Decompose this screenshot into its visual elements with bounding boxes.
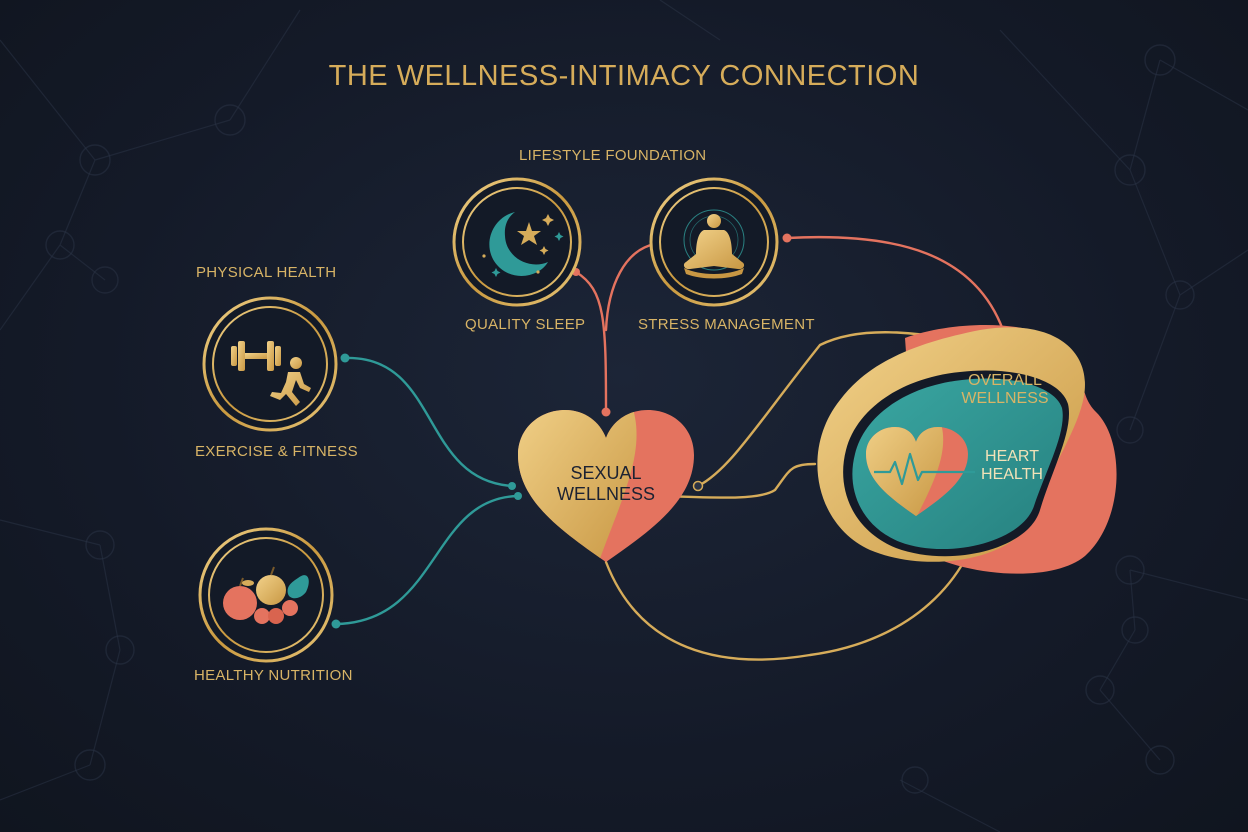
outcome-label-overall-line1: OVERALL	[968, 372, 1042, 389]
page-title: THE WELLNESS-INTIMACY CONNECTION	[328, 60, 920, 92]
connector-dot	[340, 353, 350, 363]
node-label-sleep: QUALITY SLEEP	[465, 316, 586, 333]
node-stress	[649, 177, 779, 307]
node-label-exercise: EXERCISE & FITNESS	[195, 443, 358, 460]
center-label-line2: WELLNESS	[556, 483, 656, 504]
connector-dot	[692, 480, 704, 492]
connector-dot	[601, 407, 611, 417]
connector-dot	[331, 619, 341, 629]
node-label-nutrition: HEALTHY NUTRITION	[194, 667, 353, 684]
dumbbell-runner-icon	[231, 341, 311, 406]
connector-dot	[508, 482, 516, 490]
connector-exercise-center	[343, 356, 514, 488]
group-label-lifestyle-foundation: LIFESTYLE FOUNDATION	[519, 147, 707, 164]
outcome-label-overall: OVERALL WELLNESS	[950, 372, 1060, 409]
group-label-physical-health: PHYSICAL HEALTH	[196, 264, 337, 281]
connector-dot	[514, 492, 522, 500]
connector-nutrition-center	[334, 494, 520, 626]
connector-stress-center	[604, 242, 657, 332]
node-nutrition	[198, 527, 334, 663]
center-label: SEXUAL WELLNESS	[548, 463, 664, 504]
connector-dot	[782, 233, 792, 243]
fruit-icon	[223, 566, 309, 624]
outcome-label-heart-line2: HEALTH	[981, 466, 1043, 484]
connector-sleep-center	[574, 270, 608, 414]
outcome-label-overall-line2: WELLNESS	[961, 390, 1049, 408]
center-label-line1: SEXUAL	[570, 463, 642, 483]
outcome-label-heart: HEART HEALTH	[970, 448, 1054, 485]
node-label-stress: STRESS MANAGEMENT	[638, 316, 815, 333]
connector-stress-outcome	[785, 235, 1005, 332]
moon-stars-icon	[482, 212, 564, 277]
connector-center-outcome-middle	[660, 462, 817, 499]
node-exercise	[202, 296, 338, 432]
meditation-icon	[683, 209, 745, 279]
outcome-label-heart-line1: HEART	[985, 448, 1039, 465]
outcome-blob	[817, 325, 1117, 574]
node-sleep	[452, 177, 582, 307]
